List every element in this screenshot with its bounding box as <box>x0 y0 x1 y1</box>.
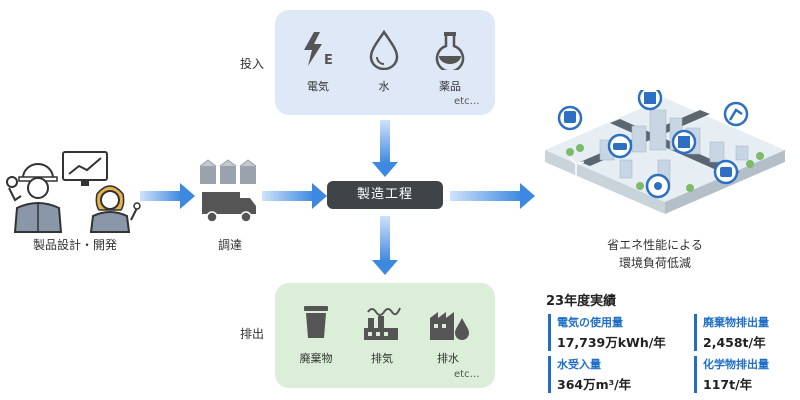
city-caption: 省エネ性能による 環境負荷低減 <box>580 236 730 272</box>
city-caption-line1: 省エネ性能による <box>607 238 703 252</box>
result-chemicals: 化学物排出量 117t/年 <box>694 356 769 393</box>
input-item-electricity: E 電気 <box>288 30 348 94</box>
water-drop-icon <box>369 29 399 71</box>
outputs-etc: etc… <box>454 369 480 380</box>
result-label: 化学物排出量 <box>703 358 769 371</box>
inputs-section-label: 投入 <box>240 57 265 71</box>
output-item-label: 排気 <box>371 352 393 365</box>
elevator-pin-icon <box>637 90 663 111</box>
output-item-exhaust: 排気 <box>352 302 412 366</box>
procurement-label: 調達 <box>217 238 242 252</box>
electricity-icon: E <box>304 32 333 68</box>
result-value: 117t/年 <box>703 377 753 392</box>
robot-pin-icon <box>713 159 739 185</box>
result-value: 364万m³/年 <box>557 377 632 392</box>
results-title: 23年度実績 <box>546 294 617 309</box>
svg-text:E: E <box>324 53 333 68</box>
result-label: 廃棄物排出量 <box>703 316 769 329</box>
input-item-label: 電気 <box>307 80 329 93</box>
output-item-label: 廃棄物 <box>299 352 333 365</box>
robot-arm-pin-icon <box>723 101 749 127</box>
car-pin-icon <box>607 133 633 159</box>
wastewater-icon <box>430 312 469 340</box>
outputs-section-label: 排出 <box>240 327 265 341</box>
wind-turbine-icon <box>569 157 585 182</box>
trash-can-icon <box>304 306 328 338</box>
chemical-flask-icon <box>435 32 465 73</box>
input-item-chemicals: 薬品 <box>420 30 480 94</box>
city-caption-line2: 環境負荷低減 <box>618 256 691 270</box>
inputs-etc: etc… <box>454 96 480 107</box>
result-label: 電気の使用量 <box>557 316 623 329</box>
result-value: 17,739万kWh/年 <box>557 335 666 350</box>
output-item-waste: 廃棄物 <box>286 302 346 366</box>
result-label: 水受入量 <box>557 358 601 371</box>
manufacturing-process-box: 製造工程 <box>327 181 443 209</box>
engineer-man-icon <box>6 163 63 233</box>
arrow-to-city <box>450 183 535 209</box>
washer-pin-icon <box>645 173 671 199</box>
input-item-water: 水 <box>354 29 414 94</box>
arrow-to-procurement <box>140 183 195 209</box>
result-waste: 廃棄物排出量 2,458t/年 <box>694 314 769 351</box>
smart-city-illustration <box>545 90 785 214</box>
monitor-chart-icon <box>62 151 108 186</box>
train-pin-icon <box>557 105 583 131</box>
city-pins <box>557 90 749 199</box>
input-item-label: 薬品 <box>439 80 461 93</box>
inputs-panel <box>275 10 495 115</box>
output-item-label: 排水 <box>437 352 459 365</box>
result-water: 水受入量 364万m³/年 <box>548 356 631 393</box>
result-value: 2,458t/年 <box>703 335 766 350</box>
exhaust-icon <box>364 307 401 340</box>
designers-illustration <box>6 151 141 233</box>
designers-label: 製品設計・開発 <box>32 238 117 252</box>
engineer-woman-icon <box>89 185 141 233</box>
building-pin-icon <box>671 129 697 155</box>
result-electricity: 電気の使用量 17,739万kWh/年 <box>548 314 666 351</box>
arrow-to-process <box>262 183 327 209</box>
arrow-outputs-down <box>372 216 398 275</box>
truck-boxes-icon <box>199 159 257 223</box>
input-item-label: 水 <box>378 80 390 93</box>
output-item-wastewater: 排水 <box>418 302 478 366</box>
arrow-inputs-down <box>372 120 398 177</box>
